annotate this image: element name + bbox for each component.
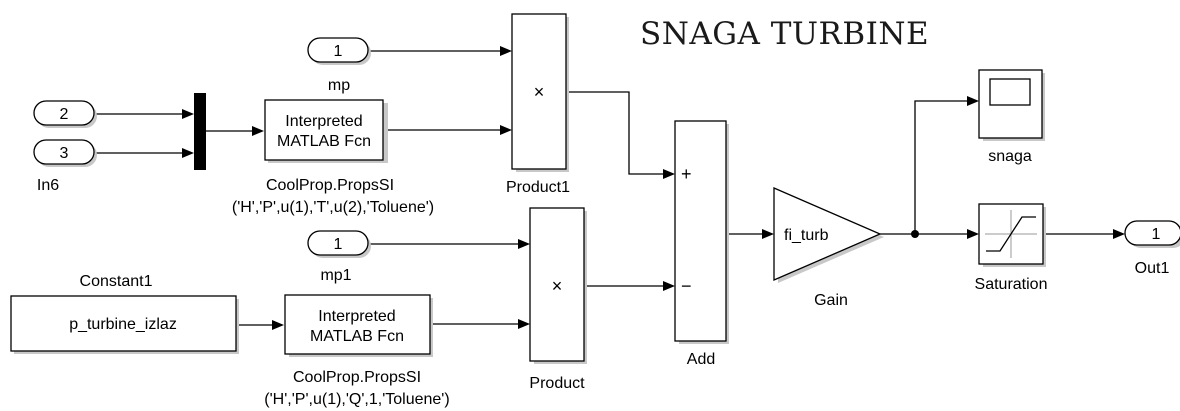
outport-out1-label: Out1 [1135, 260, 1170, 277]
arrowhead [500, 46, 512, 56]
inport-number: 1 [334, 236, 343, 253]
product1-label: Product1 [506, 179, 570, 196]
arrowhead [518, 239, 530, 249]
arrowhead [967, 96, 979, 106]
fcn-title-line1: Interpreted [285, 113, 362, 130]
matlab-fcn-bottom[interactable]: Interpreted MATLAB Fcn [284, 294, 433, 357]
matlab-fcn-top[interactable]: Interpreted MATLAB Fcn [264, 99, 388, 163]
mux-block[interactable] [194, 93, 206, 170]
arrowhead [182, 148, 194, 158]
fcn-bottom-label-2: ('H','P',u(1),'Q',1,'Toluene') [264, 391, 449, 408]
inport-number: 3 [60, 145, 69, 162]
inport-in6-label: In6 [37, 177, 59, 194]
arrowhead [762, 229, 774, 239]
saturation-icon [985, 210, 1037, 258]
outport-out1[interactable]: 1 [1124, 220, 1180, 248]
product-symbol: × [552, 276, 563, 296]
outport-number: 1 [1152, 226, 1161, 243]
arrowhead [1113, 229, 1125, 239]
arrowhead [967, 229, 979, 239]
scope-block[interactable] [978, 69, 1045, 141]
add-block[interactable]: + − [674, 120, 729, 344]
gain-block[interactable]: fi_turb [773, 187, 884, 283]
inport-mp1-label: mp1 [320, 267, 351, 284]
product1-symbol: × [534, 82, 545, 102]
add-minus-sign: − [681, 276, 692, 296]
scope-label: snaga [988, 148, 1032, 165]
gain-value: fi_turb [784, 227, 829, 244]
fcn-bottom-label-1: CoolProp.PropsSI [293, 369, 421, 386]
inport-number: 2 [60, 106, 69, 123]
fcn-title-line2: MATLAB Fcn [277, 133, 371, 150]
inport-mp[interactable]: 1 [307, 37, 371, 65]
fcn-title-line2: MATLAB Fcn [310, 328, 404, 345]
fcn-title-line1: Interpreted [318, 308, 395, 325]
wire-product1-to-add [566, 91, 663, 175]
arrowhead [663, 281, 675, 291]
wire-branch-to-scope [914, 100, 967, 234]
arrowhead [252, 126, 264, 136]
product-label: Product [529, 375, 585, 392]
signal-lines [95, 46, 1125, 330]
arrowhead [500, 125, 512, 135]
constant1-label: Constant1 [80, 273, 153, 290]
arrowhead [518, 319, 530, 329]
product-block[interactable]: × [529, 207, 587, 364]
arrowhead [272, 320, 284, 330]
fcn-top-label-2: ('H','P',u(1),'T',u(2),'Toluene') [232, 199, 434, 216]
arrowhead [663, 169, 675, 179]
fcn-top-label-1: CoolProp.PropsSI [266, 177, 394, 194]
product1-block[interactable]: × [511, 13, 569, 172]
saturation-block[interactable] [978, 203, 1046, 267]
add-plus-sign: + [681, 164, 692, 184]
saturation-label: Saturation [975, 276, 1048, 293]
diagram-title: SNAGA TURBINE [640, 16, 929, 52]
inport-in6[interactable]: 3 [33, 139, 97, 167]
inport-2[interactable]: 2 [33, 100, 97, 128]
gain-label: Gain [814, 292, 848, 309]
inport-mp-label: mp [328, 77, 350, 94]
inport-mp1[interactable]: 1 [307, 230, 371, 258]
arrowhead [182, 109, 194, 119]
constant1-value: p_turbine_izlaz [69, 316, 177, 333]
inport-number: 1 [334, 43, 343, 60]
scope-screen-icon [989, 78, 1031, 106]
add-label: Add [687, 351, 715, 368]
constant1-block[interactable]: p_turbine_izlaz [10, 295, 239, 354]
